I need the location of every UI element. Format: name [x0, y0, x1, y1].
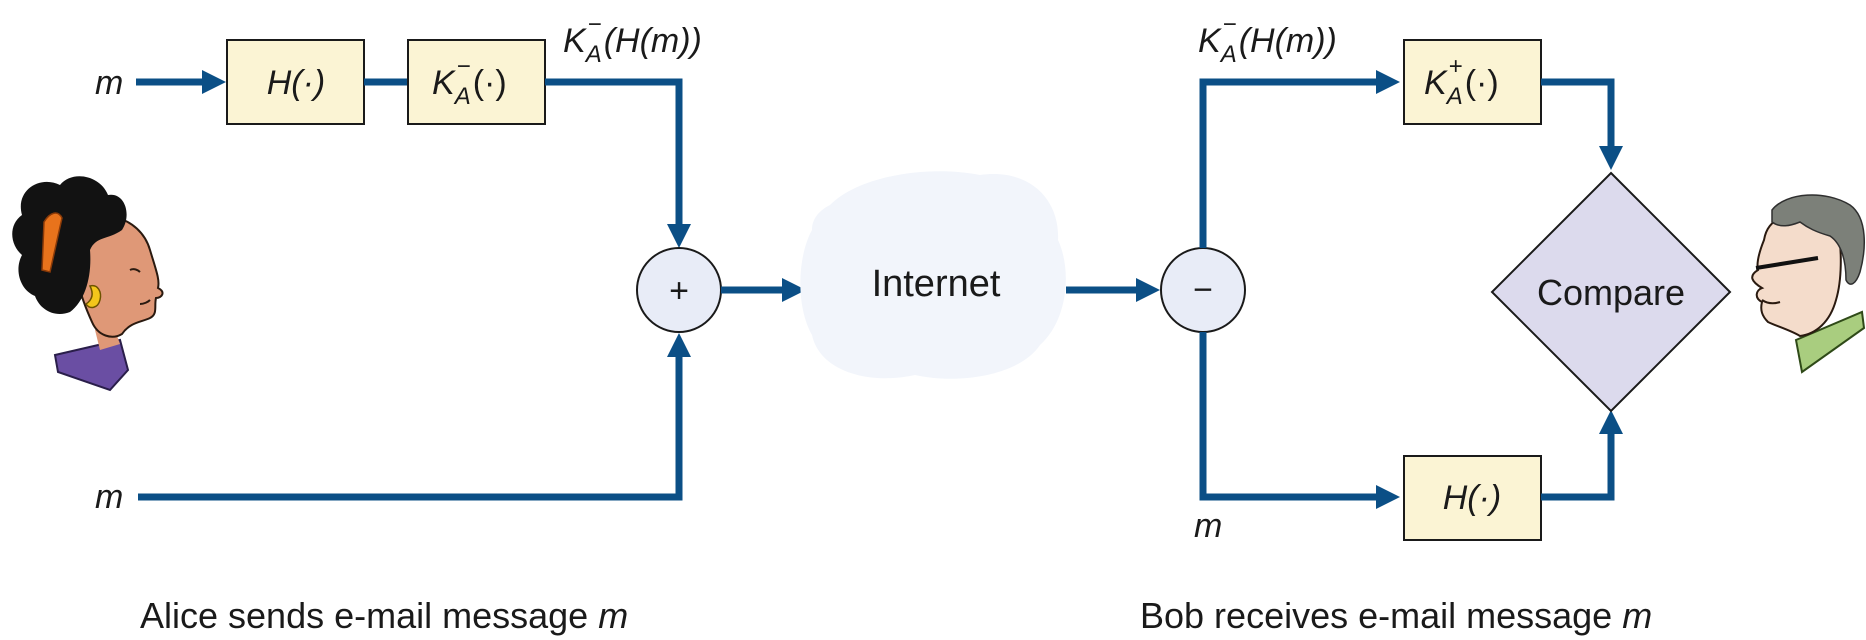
alice-sign-box: KA −(·): [407, 39, 546, 125]
wire-split-to-verify: [1199, 78, 1380, 248]
compare-diamond: Compare: [1490, 171, 1732, 413]
alice-hash-box-label: H(·): [267, 64, 326, 102]
arrowhead: [1599, 146, 1623, 170]
alice-output-label: KA −(H(m)): [563, 11, 702, 68]
bob-input-label: KA −(H(m)): [1198, 11, 1337, 68]
arrowhead: [1599, 410, 1623, 434]
bob-hash-box: H(·): [1403, 455, 1542, 541]
alice-caption: Alice sends e-mail message m: [140, 595, 628, 636]
bob-bottom-label: m: [1194, 507, 1222, 545]
wire-message-to-combine: [138, 352, 683, 501]
compare-label: Compare: [1537, 272, 1685, 313]
bob-hash-box-label: H(·): [1443, 479, 1502, 517]
bob-input-label-sup: −: [1223, 11, 1237, 38]
arrowhead: [1136, 278, 1160, 302]
bob-input-label-arg: (H(m)): [1239, 22, 1337, 60]
alice-output-label-sup: −: [588, 11, 602, 38]
bob-caption: Bob receives e-mail message m: [1140, 595, 1652, 636]
alice-output-label-arg: (H(m)): [604, 22, 702, 60]
alice-sign-box-arg: (·): [473, 64, 507, 102]
alice-combine-operator: +: [636, 247, 722, 333]
bob-input-label-sub: A: [1219, 41, 1237, 68]
arrowhead: [1376, 70, 1400, 94]
arrowhead: [1376, 485, 1400, 509]
wire-split-to-hash: [1199, 332, 1380, 501]
bob-verify-box-arg: (·): [1465, 64, 1499, 102]
bob-avatar: [1751, 194, 1866, 374]
wire-signature-to-combine: [545, 78, 683, 230]
wire-hash-to-compare: [1541, 430, 1615, 501]
bob-caption-var: m: [1622, 595, 1652, 636]
bob-caption-text: Bob receives e-mail message: [1140, 595, 1622, 636]
arrowhead: [202, 70, 226, 94]
internet-cloud: Internet: [800, 171, 1066, 379]
bob-verify-box-sub: A: [1445, 83, 1463, 110]
bob-verify-box: KA +(·): [1403, 39, 1542, 125]
alice-output-label-main: K: [563, 22, 587, 60]
alice-sign-box-sup: −: [457, 53, 471, 80]
alice-avatar: [12, 176, 164, 392]
bob-split-operator: −: [1160, 247, 1246, 333]
bob-verify-box-formula: KA +(·): [1424, 53, 1499, 110]
arrowhead: [667, 333, 691, 357]
alice-input-top-label: m: [95, 64, 123, 102]
alice-section: m H(·) KA−(·) KA−(H(m)) m: [12, 11, 806, 636]
bob-split-symbol: −: [1193, 271, 1213, 309]
alice-caption-var: m: [598, 595, 628, 636]
alice-combine-symbol: +: [669, 272, 689, 310]
alice-output-label-sub: A: [584, 41, 602, 68]
bob-section: − KA−(H(m)) KA+(·) m H(·): [1066, 11, 1866, 636]
wire-verify-to-compare: [1541, 78, 1615, 150]
bob-verify-box-main: K: [1424, 64, 1448, 102]
alice-sign-box-sub: A: [453, 83, 471, 110]
alice-hash-box: H(·): [226, 39, 365, 125]
alice-input-bottom-label: m: [95, 478, 123, 516]
arrowhead: [667, 224, 691, 248]
bob-verify-box-sup: +: [1449, 53, 1463, 80]
arrowhead: [782, 278, 806, 302]
bob-input-label-main: K: [1198, 22, 1222, 60]
alice-sign-box-formula: KA −(·): [432, 53, 507, 110]
alice-sign-box-main: K: [432, 64, 456, 102]
alice-caption-text: Alice sends e-mail message: [140, 595, 598, 636]
internet-label: Internet: [872, 263, 1001, 305]
